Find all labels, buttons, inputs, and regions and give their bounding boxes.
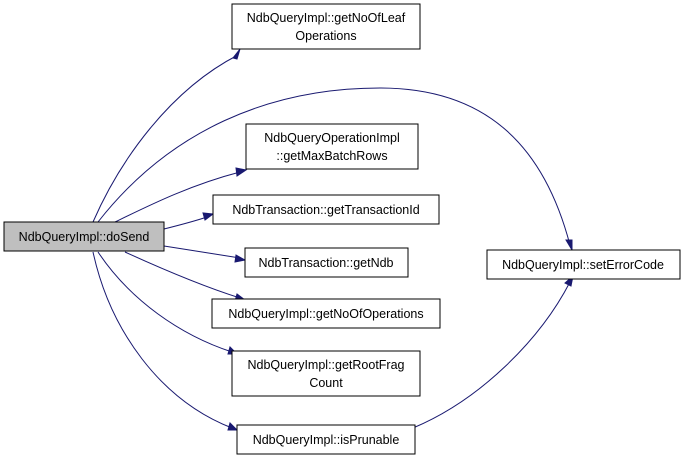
node-isprunable[interactable]: NdbQueryImpl::isPrunable [236, 424, 416, 455]
edge-dosend-to-seterrorcode [97, 87, 573, 252]
node-getnoofleafoperations[interactable]: NdbQueryImpl::getNoOfLeaf Operations [231, 3, 421, 50]
node-getmaxbatchrows-label-line1: NdbQueryOperationImpl [264, 131, 399, 145]
node-dosend[interactable]: NdbQueryImpl::doSend [3, 221, 165, 252]
node-getnoofoperations-label: NdbQueryImpl::getNoOfOperations [228, 307, 423, 321]
node-getrootfragcount-box [231, 350, 421, 397]
node-getndb-box [244, 247, 409, 278]
node-getrootfragcount[interactable]: NdbQueryImpl::getRootFrag Count [231, 350, 421, 397]
node-gettransactionid[interactable]: NdbTransaction::getTransactionId [212, 194, 440, 225]
node-getrootfragcount-label-line2: Count [309, 376, 343, 390]
edge-dosend-to-getndb [163, 245, 247, 263]
edge-dosend-to-getmaxbatchrows [114, 167, 248, 223]
node-isprunable-box [236, 424, 416, 455]
node-getmaxbatchrows-box [245, 123, 419, 170]
edge-dosend-to-getnoofoperations [124, 251, 247, 302]
node-getndb[interactable]: NdbTransaction::getNdb [244, 247, 409, 278]
node-gettransactionid-label: NdbTransaction::getTransactionId [232, 203, 419, 217]
node-seterrorcode-box [486, 249, 681, 280]
node-dosend-box [3, 221, 165, 252]
node-getnoofoperations[interactable]: NdbQueryImpl::getNoOfOperations [211, 298, 441, 329]
node-dosend-label: NdbQueryImpl::doSend [19, 230, 150, 244]
node-getnoofoperations-box [211, 298, 441, 329]
node-seterrorcode[interactable]: NdbQueryImpl::setErrorCode [486, 249, 681, 280]
node-getnoofleafoperations-label-line2: Operations [295, 29, 356, 43]
node-getnoofleafoperations-box [231, 3, 421, 50]
node-gettransactionid-box [212, 194, 440, 225]
node-getndb-label: NdbTransaction::getNdb [258, 256, 393, 270]
node-getrootfragcount-label-line1: NdbQueryImpl::getRootFrag [247, 358, 404, 372]
edge-dosend-to-gettransactionid [163, 212, 215, 230]
edge-dosend-to-isprunable [92, 251, 239, 431]
node-getnoofleafoperations-label-line1: NdbQueryImpl::getNoOfLeaf [247, 11, 406, 25]
node-isprunable-label: NdbQueryImpl::isPrunable [253, 433, 400, 447]
node-getmaxbatchrows[interactable]: NdbQueryOperationImpl ::getMaxBatchRows [245, 123, 419, 170]
node-getmaxbatchrows-label-line2: ::getMaxBatchRows [276, 149, 387, 163]
edge-dosend-to-getnoofleafoperations [92, 48, 241, 223]
node-seterrorcode-label: NdbQueryImpl::setErrorCode [502, 258, 664, 272]
